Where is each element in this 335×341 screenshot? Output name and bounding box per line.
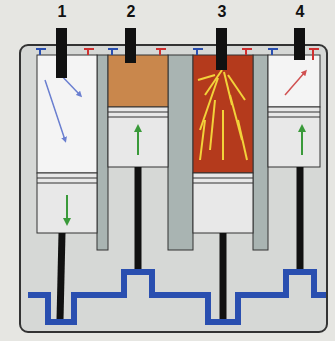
spark-plug xyxy=(294,28,305,60)
piston-ring xyxy=(268,117,320,118)
connecting-rod xyxy=(60,233,62,320)
valves xyxy=(36,49,319,60)
connecting-rod xyxy=(297,167,304,272)
spark-plug xyxy=(125,28,136,63)
piston-ring xyxy=(108,112,168,113)
piston-ring xyxy=(268,112,320,113)
piston xyxy=(108,107,168,167)
piston-ring xyxy=(37,178,97,179)
cylinder-chamber xyxy=(108,55,168,107)
intake-arrow xyxy=(45,80,65,140)
cylinder-wall xyxy=(97,55,108,250)
motion-arrow xyxy=(301,128,303,155)
callout-number: 1 xyxy=(58,3,67,21)
spark-plug xyxy=(56,28,67,78)
cylinder-chamber xyxy=(193,55,253,173)
cylinder-chamber xyxy=(268,55,320,107)
connecting-rod xyxy=(135,167,142,272)
cylinder-wall xyxy=(168,55,193,250)
piston-ring xyxy=(193,183,253,184)
exhaust-arrow xyxy=(285,72,305,95)
spark-plug xyxy=(216,28,227,70)
motion-arrow xyxy=(137,128,139,155)
connecting-rod xyxy=(220,233,227,320)
cylinder-wall xyxy=(253,55,268,250)
callout-number: 2 xyxy=(127,3,136,21)
crankshaft xyxy=(28,272,326,322)
piston xyxy=(193,173,253,233)
motion-arrow xyxy=(66,195,68,222)
flame xyxy=(198,70,247,160)
piston xyxy=(268,107,320,167)
callout-number: 4 xyxy=(296,3,305,21)
piston-ring xyxy=(37,183,97,184)
callout-number: 3 xyxy=(218,3,227,21)
piston-ring xyxy=(193,178,253,179)
piston xyxy=(37,173,97,233)
engine-block xyxy=(20,45,327,332)
piston-ring xyxy=(108,117,168,118)
